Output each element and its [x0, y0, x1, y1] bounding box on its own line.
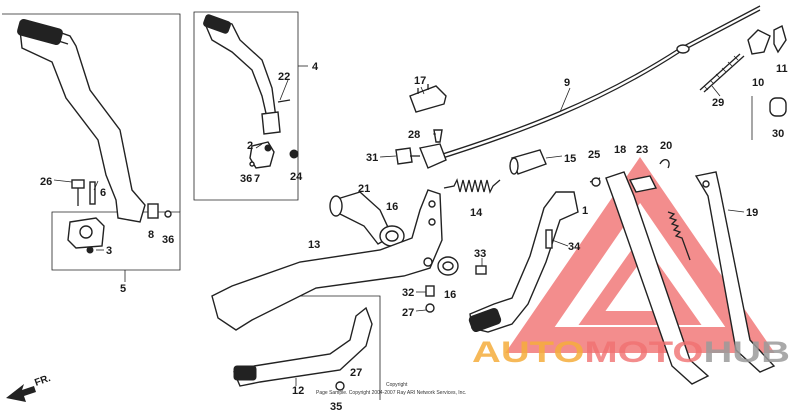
shift-pedal — [468, 191, 579, 333]
pivot-shaft — [329, 191, 459, 276]
part-label-34: 34 — [568, 241, 581, 253]
part-label-8: 8 — [148, 229, 154, 241]
part-label-27a: 27 — [402, 307, 414, 319]
watermark-auto: AUTO — [472, 336, 584, 369]
part-label-19: 19 — [746, 207, 758, 219]
part-labels: 1 2 3 4 5 6 7 8 9 10 11 12 13 14 15 16 1… — [40, 61, 788, 413]
lower-pedal-12 — [233, 306, 373, 391]
kick-arm-assembly — [203, 14, 299, 169]
kick-starter-arm — [17, 18, 172, 254]
part-label-26: 26 — [40, 176, 52, 188]
part-label-4: 4 — [312, 61, 319, 73]
spring-14 — [443, 178, 501, 194]
copyright-line-1: Copyright — [386, 382, 408, 388]
part-label-23: 23 — [636, 144, 648, 156]
small-bolts — [425, 229, 553, 313]
part-label-28: 28 — [408, 129, 420, 141]
part-label-29: 29 — [712, 97, 724, 109]
part-label-13: 13 — [308, 239, 320, 251]
part-label-10: 10 — [752, 77, 764, 89]
part-label-7: 7 — [254, 173, 260, 185]
brake-rod — [429, 5, 761, 163]
part-label-5: 5 — [120, 283, 126, 295]
part-label-35: 35 — [330, 401, 342, 413]
part-label-20: 20 — [660, 140, 672, 152]
part-label-2: 2 — [247, 140, 253, 152]
part-label-25: 25 — [588, 149, 600, 161]
main-stand — [694, 171, 776, 373]
part-label-9: 9 — [564, 77, 570, 89]
part-label-3: 3 — [106, 245, 112, 257]
part-label-15: 15 — [564, 153, 576, 165]
brake-pedal — [211, 189, 443, 331]
front-direction-indicator: FR. — [6, 373, 52, 402]
part-label-33: 33 — [474, 248, 486, 260]
part-label-32: 32 — [402, 287, 414, 299]
part-label-16a: 16 — [386, 201, 398, 213]
part-label-31: 31 — [366, 152, 378, 164]
part-label-17: 17 — [414, 75, 426, 87]
part-label-36a: 36 — [162, 234, 174, 246]
part-label-22: 22 — [278, 71, 290, 83]
part-label-12: 12 — [292, 385, 304, 397]
part-label-18: 18 — [614, 144, 626, 156]
side-stand — [589, 159, 710, 385]
part-label-30: 30 — [772, 128, 784, 140]
direction-label: FR. — [33, 373, 52, 389]
leader-lines — [53, 79, 745, 312]
part-label-24: 24 — [290, 171, 303, 183]
watermark-moto: MOTO — [584, 336, 703, 369]
adjuster-parts — [699, 24, 787, 117]
part-label-1: 1 — [582, 205, 588, 217]
part-label-27b: 27 — [350, 367, 362, 379]
part-label-21: 21 — [358, 183, 370, 195]
watermark-hub: HUB — [703, 336, 790, 369]
copyright-note: Copyright Page Sample. Copyright 2004-20… — [316, 382, 466, 396]
part-label-14: 14 — [470, 207, 483, 219]
part-label-16b: 16 — [444, 289, 456, 301]
part-label-11: 11 — [776, 63, 788, 75]
pivot-parts — [395, 84, 547, 175]
arrow-front-icon — [6, 384, 36, 402]
copyright-line-2: Page Sample. Copyright 2004-2007 Ray ARI… — [316, 390, 466, 396]
part-label-6: 6 — [100, 187, 106, 199]
part-label-36b: 36 — [240, 173, 252, 185]
